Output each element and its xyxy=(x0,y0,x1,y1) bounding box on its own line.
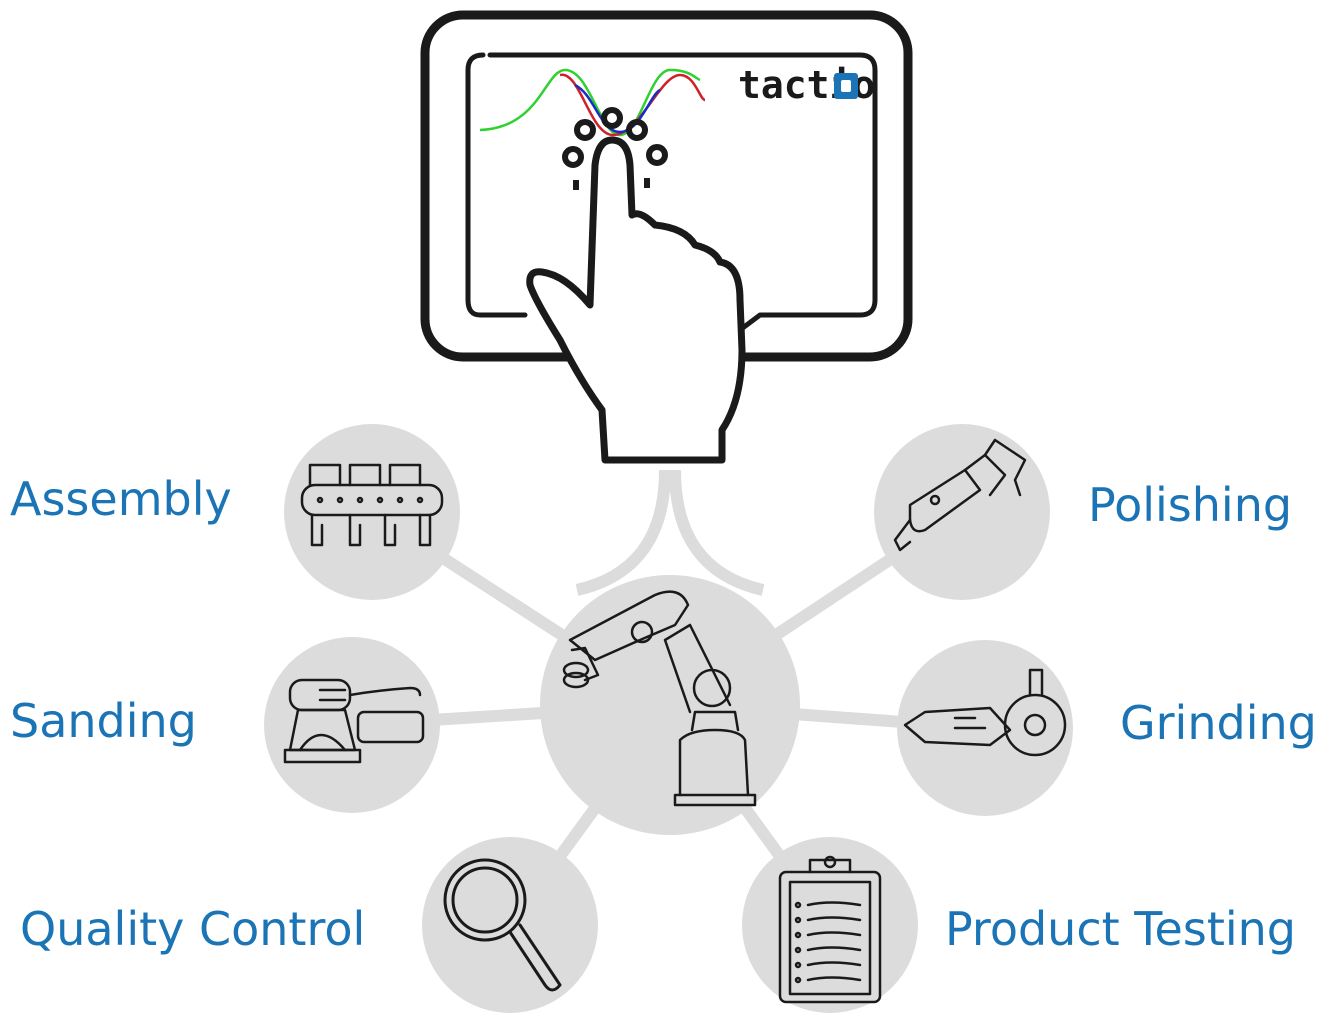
assembly-node xyxy=(284,424,460,600)
sanding-label: Sanding xyxy=(10,694,197,748)
orbital-sander-icon xyxy=(283,678,425,764)
assembly-label: Assembly xyxy=(10,472,232,526)
ripple xyxy=(601,107,623,129)
connector-device-left xyxy=(575,469,671,596)
touch-tablet-icon: tactio xyxy=(420,10,913,362)
center-node xyxy=(540,575,800,835)
quality-control-label: Quality Control xyxy=(20,902,366,956)
polishing-node xyxy=(874,424,1050,600)
ripple xyxy=(646,144,668,166)
logo-accent-hole xyxy=(841,80,851,92)
ripple xyxy=(626,119,648,141)
ripple xyxy=(562,146,584,168)
tablet-screen xyxy=(465,52,878,333)
polishing-tool-icon xyxy=(893,438,1027,552)
conveyor-belt-icon xyxy=(300,463,444,547)
robot-arm-icon xyxy=(562,590,757,807)
polishing-label: Polishing xyxy=(1088,478,1293,532)
angle-grinder-icon xyxy=(903,668,1067,757)
clipboard-checklist-icon xyxy=(778,855,882,1004)
quality-control-node xyxy=(422,837,598,1013)
touch-ripples xyxy=(562,107,668,190)
magnifying-glass-icon xyxy=(443,858,562,992)
grinding-label: Grinding xyxy=(1120,696,1317,750)
sanding-node xyxy=(264,637,440,813)
ripple xyxy=(574,119,596,141)
product-testing-node xyxy=(742,837,918,1013)
pointing-hand-icon xyxy=(526,136,746,464)
product-testing-label: Product Testing xyxy=(945,902,1296,956)
signal-green-curve xyxy=(479,68,701,137)
signal-blue-curve xyxy=(574,83,661,134)
connector-device-right xyxy=(669,469,765,596)
